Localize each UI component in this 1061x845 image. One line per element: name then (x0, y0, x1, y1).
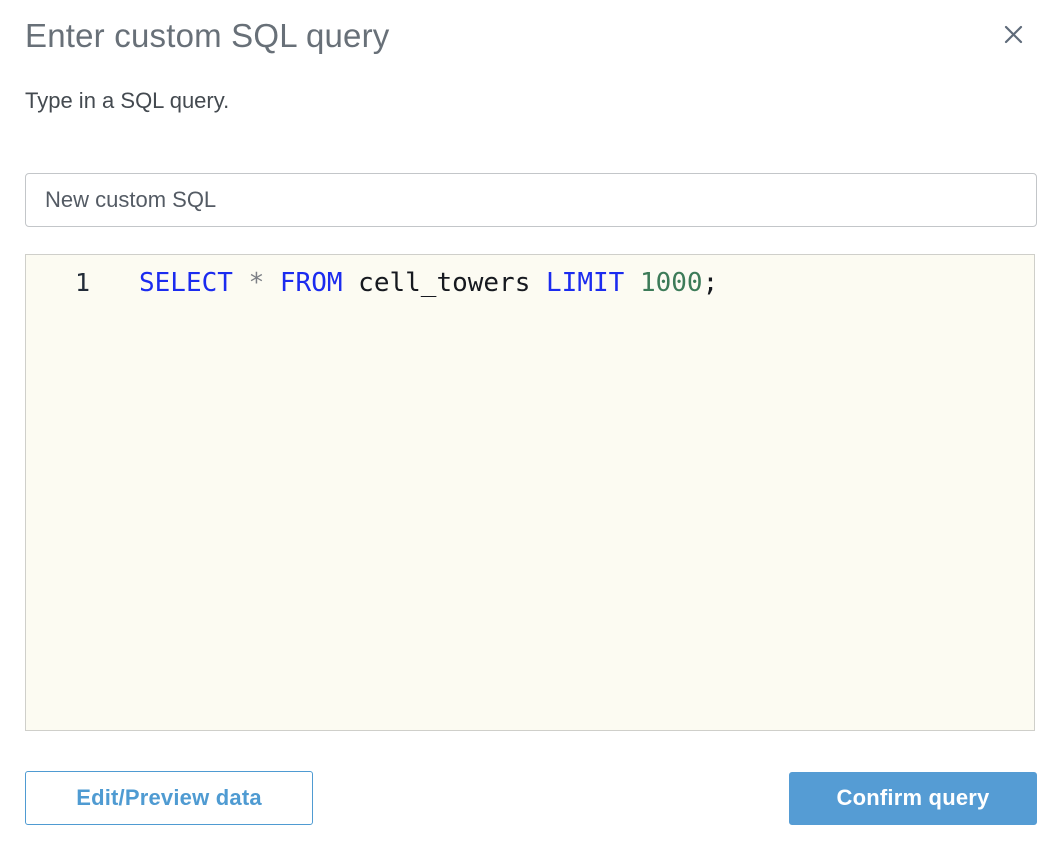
code-token (624, 268, 640, 298)
dialog-header: Enter custom SQL query (25, 0, 1037, 58)
code-token: SELECT (139, 268, 233, 298)
page-title: Enter custom SQL query (25, 17, 390, 54)
code-token: cell_towers (358, 268, 531, 298)
query-name-input[interactable] (25, 173, 1037, 227)
edit-preview-data-button[interactable]: Edit/Preview data (25, 771, 313, 825)
code-token: FROM (279, 268, 343, 298)
code-token (530, 268, 546, 298)
close-button[interactable] (1000, 21, 1027, 48)
sql-editor[interactable]: 1 SELECT * FROM cell_towers LIMIT 1000; (25, 254, 1035, 731)
dialog-footer: Edit/Preview data Confirm query (25, 771, 1037, 825)
code-token (233, 268, 249, 298)
code-token: LIMIT (546, 268, 625, 298)
close-icon (1002, 25, 1025, 49)
code-line-content: SELECT * FROM cell_towers LIMIT 1000; (139, 267, 718, 299)
code-token: ; (702, 268, 719, 298)
code-token (264, 268, 280, 298)
code-line: 1 SELECT * FROM cell_towers LIMIT 1000; (26, 255, 1034, 299)
code-token: * (248, 268, 265, 298)
code-token (343, 268, 359, 298)
dialog-description: Type in a SQL query. (25, 88, 230, 113)
code-token: 1000 (639, 268, 703, 298)
confirm-query-button[interactable]: Confirm query (789, 771, 1037, 825)
line-number: 1 (74, 268, 90, 297)
